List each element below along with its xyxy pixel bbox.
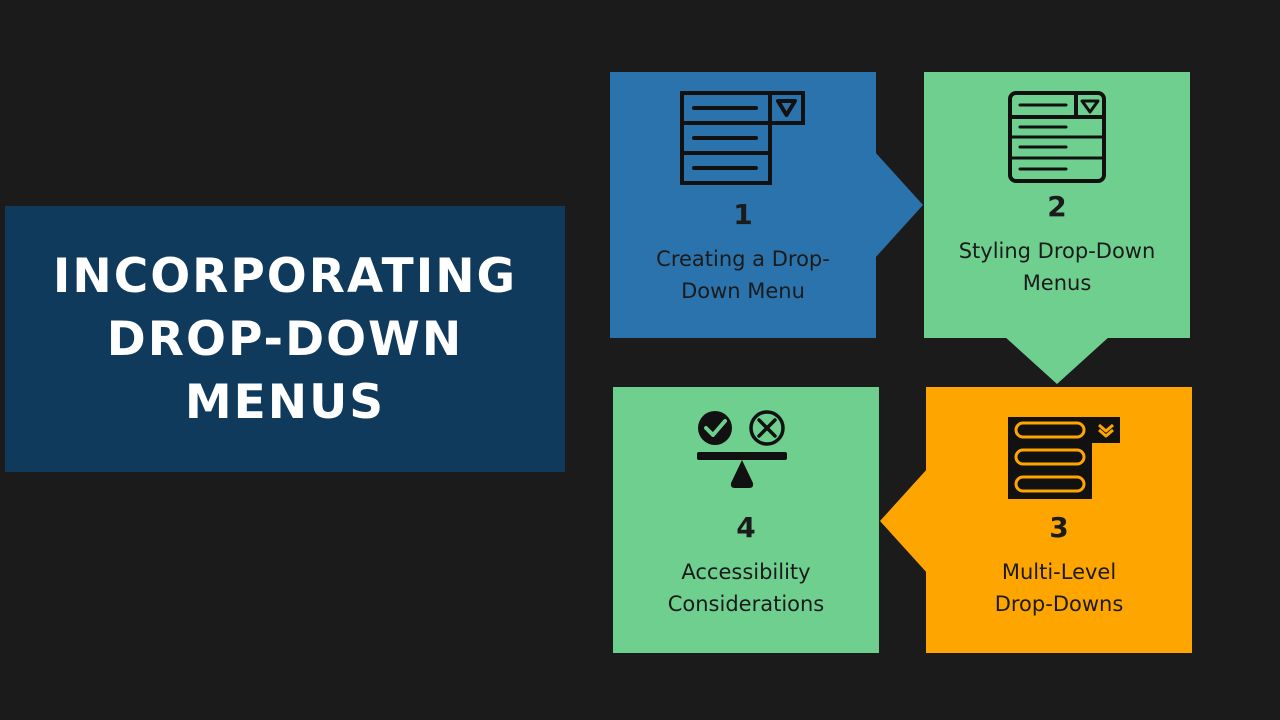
arrow-3-to-4 [880,468,928,574]
step-number: 2 [1047,190,1067,223]
step-label-line: Down Menu [681,279,805,303]
arrow-1-to-2 [875,152,923,258]
step-number: 1 [733,198,753,231]
step-card-2: 2 Styling Drop-Down Menus [924,72,1190,338]
styled-dropdown-icon [1008,91,1106,183]
page-title: INCORPORATING DROP-DOWN MENUS [53,245,517,434]
step-number: 4 [736,511,756,544]
balance-scale-icon [697,410,787,488]
step-label-line: Accessibility [681,560,811,584]
step-label-line: Multi-Level [1001,560,1117,584]
step-label-line: Styling Drop-Down [958,239,1156,263]
title-line: INCORPORATING [52,248,518,304]
step-card-1: 1 Creating a Drop- Down Menu [610,72,876,338]
arrow-2-to-3 [1004,336,1110,384]
step-number: 3 [1049,511,1069,544]
step-label-line: Drop-Downs [994,592,1124,616]
step-label-line: Creating a Drop- [656,247,830,271]
step-label: Creating a Drop- Down Menu [610,243,876,307]
step-card-4: 4 Accessibility Considerations [613,387,879,653]
step-label: Multi-Level Drop-Downs [926,556,1192,620]
multilevel-dropdown-icon [1008,417,1120,499]
step-card-3: 3 Multi-Level Drop-Downs [926,387,1192,653]
dropdown-menu-icon [680,91,805,185]
step-label: Styling Drop-Down Menus [924,235,1190,299]
step-label-line: Menus [1022,271,1092,295]
step-label: Accessibility Considerations [613,556,879,620]
title-line: DROP-DOWN [106,311,464,367]
title-box: INCORPORATING DROP-DOWN MENUS [5,206,565,472]
step-label-line: Considerations [667,592,825,616]
title-line: MENUS [184,374,386,430]
